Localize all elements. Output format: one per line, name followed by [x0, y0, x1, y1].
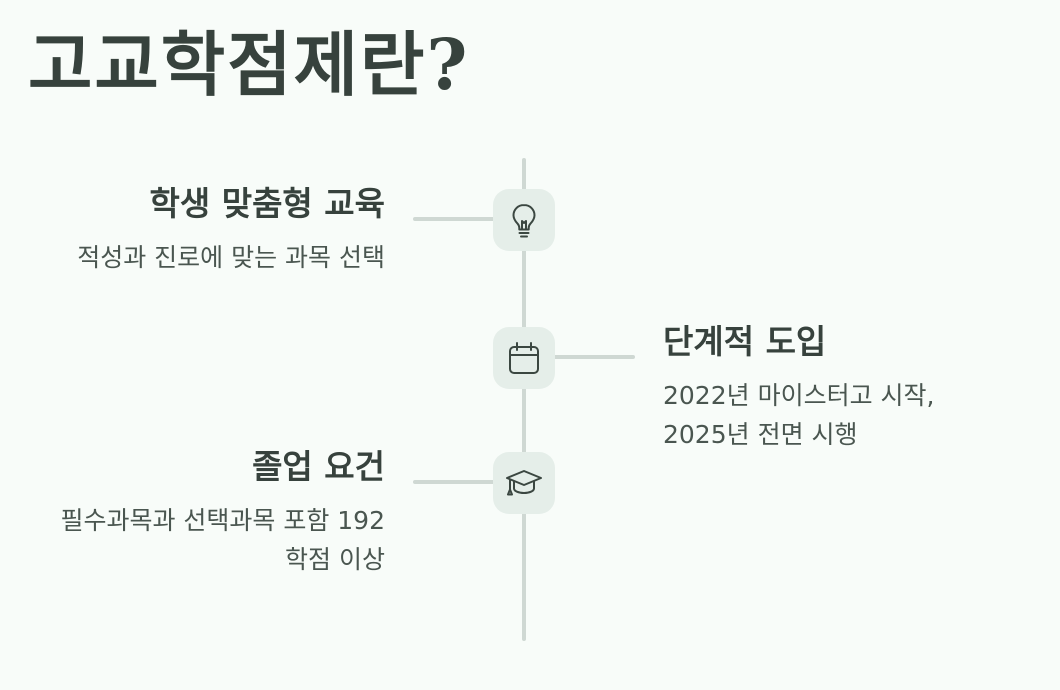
- timeline-node: [493, 452, 555, 514]
- timeline-node: [493, 189, 555, 251]
- timeline-item: 단계적 도입 2022년 마이스터고 시작, 2025년 전면 시행: [663, 323, 993, 454]
- timeline-node: [493, 327, 555, 389]
- calendar-icon: [509, 342, 539, 374]
- graduation-cap-icon: [506, 470, 542, 496]
- item-title: 졸업 요건: [252, 447, 385, 486]
- timeline-spine: [522, 158, 526, 641]
- timeline-item: 학생 맞춤형 교육 적성과 진로에 맞는 과목 선택: [45, 185, 385, 278]
- item-title: 단계적 도입: [663, 322, 827, 361]
- lightbulb-icon: [512, 204, 536, 238]
- item-description: 필수과목과 선택과목 포함 192학점 이상: [60, 505, 385, 574]
- timeline-item: 졸업 요건 필수과목과 선택과목 포함 192학점 이상: [45, 448, 385, 579]
- page-title: 고교학점제란?: [28, 23, 470, 106]
- timeline-connector: [553, 355, 635, 359]
- item-title: 학생 맞춤형 교육: [149, 184, 386, 223]
- item-description: 적성과 진로에 맞는 과목 선택: [77, 242, 385, 272]
- timeline-connector: [413, 217, 495, 221]
- timeline-connector: [413, 480, 495, 484]
- item-description: 2022년 마이스터고 시작, 2025년 전면 시행: [663, 380, 935, 449]
